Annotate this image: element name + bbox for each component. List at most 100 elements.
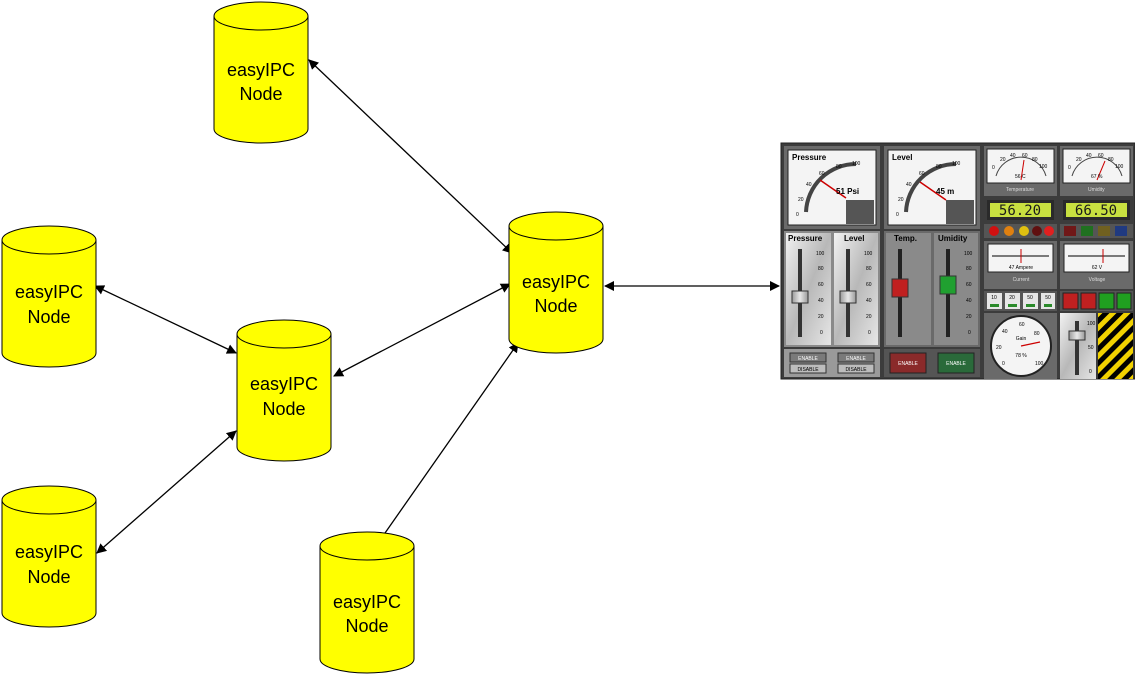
pressure-tick-20: 20 xyxy=(798,197,804,203)
link-middle-hub xyxy=(333,283,511,377)
node-bottom: easyIPC Node xyxy=(319,531,415,674)
gain-tick-60: 60 xyxy=(1019,322,1025,328)
lamp-darkred-icon xyxy=(1032,226,1042,236)
temp-tick-20: 20 xyxy=(1000,157,1006,163)
status-lamps xyxy=(984,224,1057,238)
node-label-line2: Node xyxy=(534,296,577,316)
umidity-tick-100: 100 xyxy=(1115,164,1124,170)
gain-tick-100: 100 xyxy=(1035,361,1044,367)
lamp-yellow-icon xyxy=(1019,226,1029,236)
temp-umidity-buttons: ENABLE ENABLE xyxy=(884,349,980,377)
lamp-orange-icon xyxy=(1004,226,1014,236)
toggle-red-1[interactable] xyxy=(1062,292,1079,310)
toggle-red-2[interactable] xyxy=(1080,292,1097,310)
umidity-tick-20: 20 xyxy=(1076,157,1082,163)
pressure-readout: 51 Psi xyxy=(836,187,859,196)
mini-slider-2-label: 20 xyxy=(1009,295,1015,301)
gain-tick-0: 0 xyxy=(1002,361,1005,367)
level-slider-title: Level xyxy=(844,234,864,243)
gain-dial: 0 20 40 60 80 100 Gain 78 % xyxy=(984,313,1057,379)
gain-tick-80: 80 xyxy=(1034,331,1040,337)
lamp-green-square-icon xyxy=(1081,226,1093,236)
pressure-disable-button[interactable] xyxy=(789,363,827,374)
level-tick-60: 60 xyxy=(919,171,925,177)
temperature-panel: 0 20 40 60 80 100 56 C Temperature xyxy=(984,146,1057,196)
lamp-blue-square-icon xyxy=(1115,226,1127,236)
node-label-line2: Node xyxy=(27,567,70,587)
umidity-enable-button[interactable] xyxy=(937,352,975,374)
node-left-lower: easyIPC Node xyxy=(1,485,97,628)
pressure-tick-40: 40 xyxy=(806,182,812,188)
pressure-slider-tick: 100 xyxy=(816,251,825,257)
level-enable-button[interactable] xyxy=(837,352,875,363)
level-tick-0: 0 xyxy=(896,212,899,218)
pressure-level-sliders: Pressure Level 100 80 60 40 20 0 100 80 … xyxy=(784,231,880,347)
node-label-line2: Node xyxy=(345,616,388,636)
level-slider-tick: 20 xyxy=(866,314,872,320)
current-meter: 47 Ampere Current xyxy=(984,241,1057,289)
status-lamps-2 xyxy=(1060,224,1133,238)
temp-gauge-title: Temperature xyxy=(1006,187,1034,193)
level-tick-100: 100 xyxy=(952,161,961,167)
node-label-line1: easyIPC xyxy=(15,542,83,562)
pressure-enable-label: ENABLE xyxy=(798,356,818,362)
umidity-slider-tick: 80 xyxy=(966,266,972,272)
pressure-needle xyxy=(819,179,847,199)
level-slider-tick: 0 xyxy=(868,330,871,336)
toggle-buttons xyxy=(1060,291,1133,311)
temp-tick-0: 0 xyxy=(992,165,995,171)
pressure-gauge-title: Pressure xyxy=(792,153,827,162)
level-tick-40: 40 xyxy=(906,182,912,188)
right-slider-panel: 100 50 0 xyxy=(1060,313,1133,379)
mini-slider-4-label: 50 xyxy=(1045,295,1051,301)
node-label-line1: easyIPC xyxy=(15,282,83,302)
temp-umidity-sliders: Temp. Umidity 100 80 60 40 20 0 xyxy=(884,231,980,347)
link-bottom-hub xyxy=(377,342,519,544)
right-slider-tick-0: 0 xyxy=(1089,369,1092,375)
umidity-enable-label: ENABLE xyxy=(946,361,966,367)
temp-enable-button[interactable] xyxy=(889,352,927,374)
pressure-slider-tick: 0 xyxy=(820,330,823,336)
temp-needle xyxy=(1020,159,1025,181)
hmi-panel: Pressure 0 20 40 60 80 100 51 Psi Level … xyxy=(780,142,1135,380)
pressure-slider-knob[interactable] xyxy=(791,290,809,304)
umidity-needle xyxy=(1096,160,1106,181)
temp-tick-60: 60 xyxy=(1022,153,1028,159)
node-label-line1: easyIPC xyxy=(227,60,295,80)
umidity-readout: 67 % xyxy=(1091,174,1103,180)
level-disable-label: DISABLE xyxy=(845,367,867,373)
level-enable-label: ENABLE xyxy=(846,356,866,362)
pressure-tick-80: 80 xyxy=(836,164,842,170)
level-slider-tick: 60 xyxy=(866,282,872,288)
pressure-enable-button[interactable] xyxy=(789,352,827,363)
level-disable-button[interactable] xyxy=(837,363,875,374)
node-label-line1: easyIPC xyxy=(250,374,318,394)
hazard-stripe xyxy=(1098,313,1133,379)
level-slider-knob[interactable] xyxy=(839,290,857,304)
level-gauge-title: Level xyxy=(892,153,912,162)
node-label-line2: Node xyxy=(262,399,305,419)
level-needle xyxy=(919,181,947,201)
toggle-green-2[interactable] xyxy=(1116,292,1132,310)
level-readout: 45 m xyxy=(936,187,954,196)
umidity-lcd: 66.50 xyxy=(1063,200,1130,220)
right-slider-knob[interactable] xyxy=(1068,330,1086,341)
voltage-readout: 62 V xyxy=(1092,265,1103,271)
level-slider-tick: 100 xyxy=(864,251,873,257)
pressure-level-buttons: ENABLE DISABLE ENABLE DISABLE xyxy=(784,349,880,377)
umidity-slider-tick: 60 xyxy=(966,282,972,288)
lamp-olive-square-icon xyxy=(1098,226,1110,236)
temp-tick-40: 40 xyxy=(1010,153,1016,159)
temp-slider-knob[interactable] xyxy=(891,278,909,298)
toggle-green-1[interactable] xyxy=(1098,292,1115,310)
node-label-line1: easyIPC xyxy=(522,272,590,292)
level-slider-tick: 40 xyxy=(866,298,872,304)
mini-slider-3-label: 50 xyxy=(1027,295,1033,301)
pressure-slider-tick: 60 xyxy=(818,282,824,288)
gain-tick-40: 40 xyxy=(1002,329,1008,335)
node-top: easyIPC Node xyxy=(213,1,309,144)
temperature-lcd: 56.20 xyxy=(987,200,1054,220)
umidity-slider-knob[interactable] xyxy=(939,275,957,295)
temperature-lcd-value: 56.20 xyxy=(999,203,1041,219)
lamp-red2-icon xyxy=(1044,226,1054,236)
